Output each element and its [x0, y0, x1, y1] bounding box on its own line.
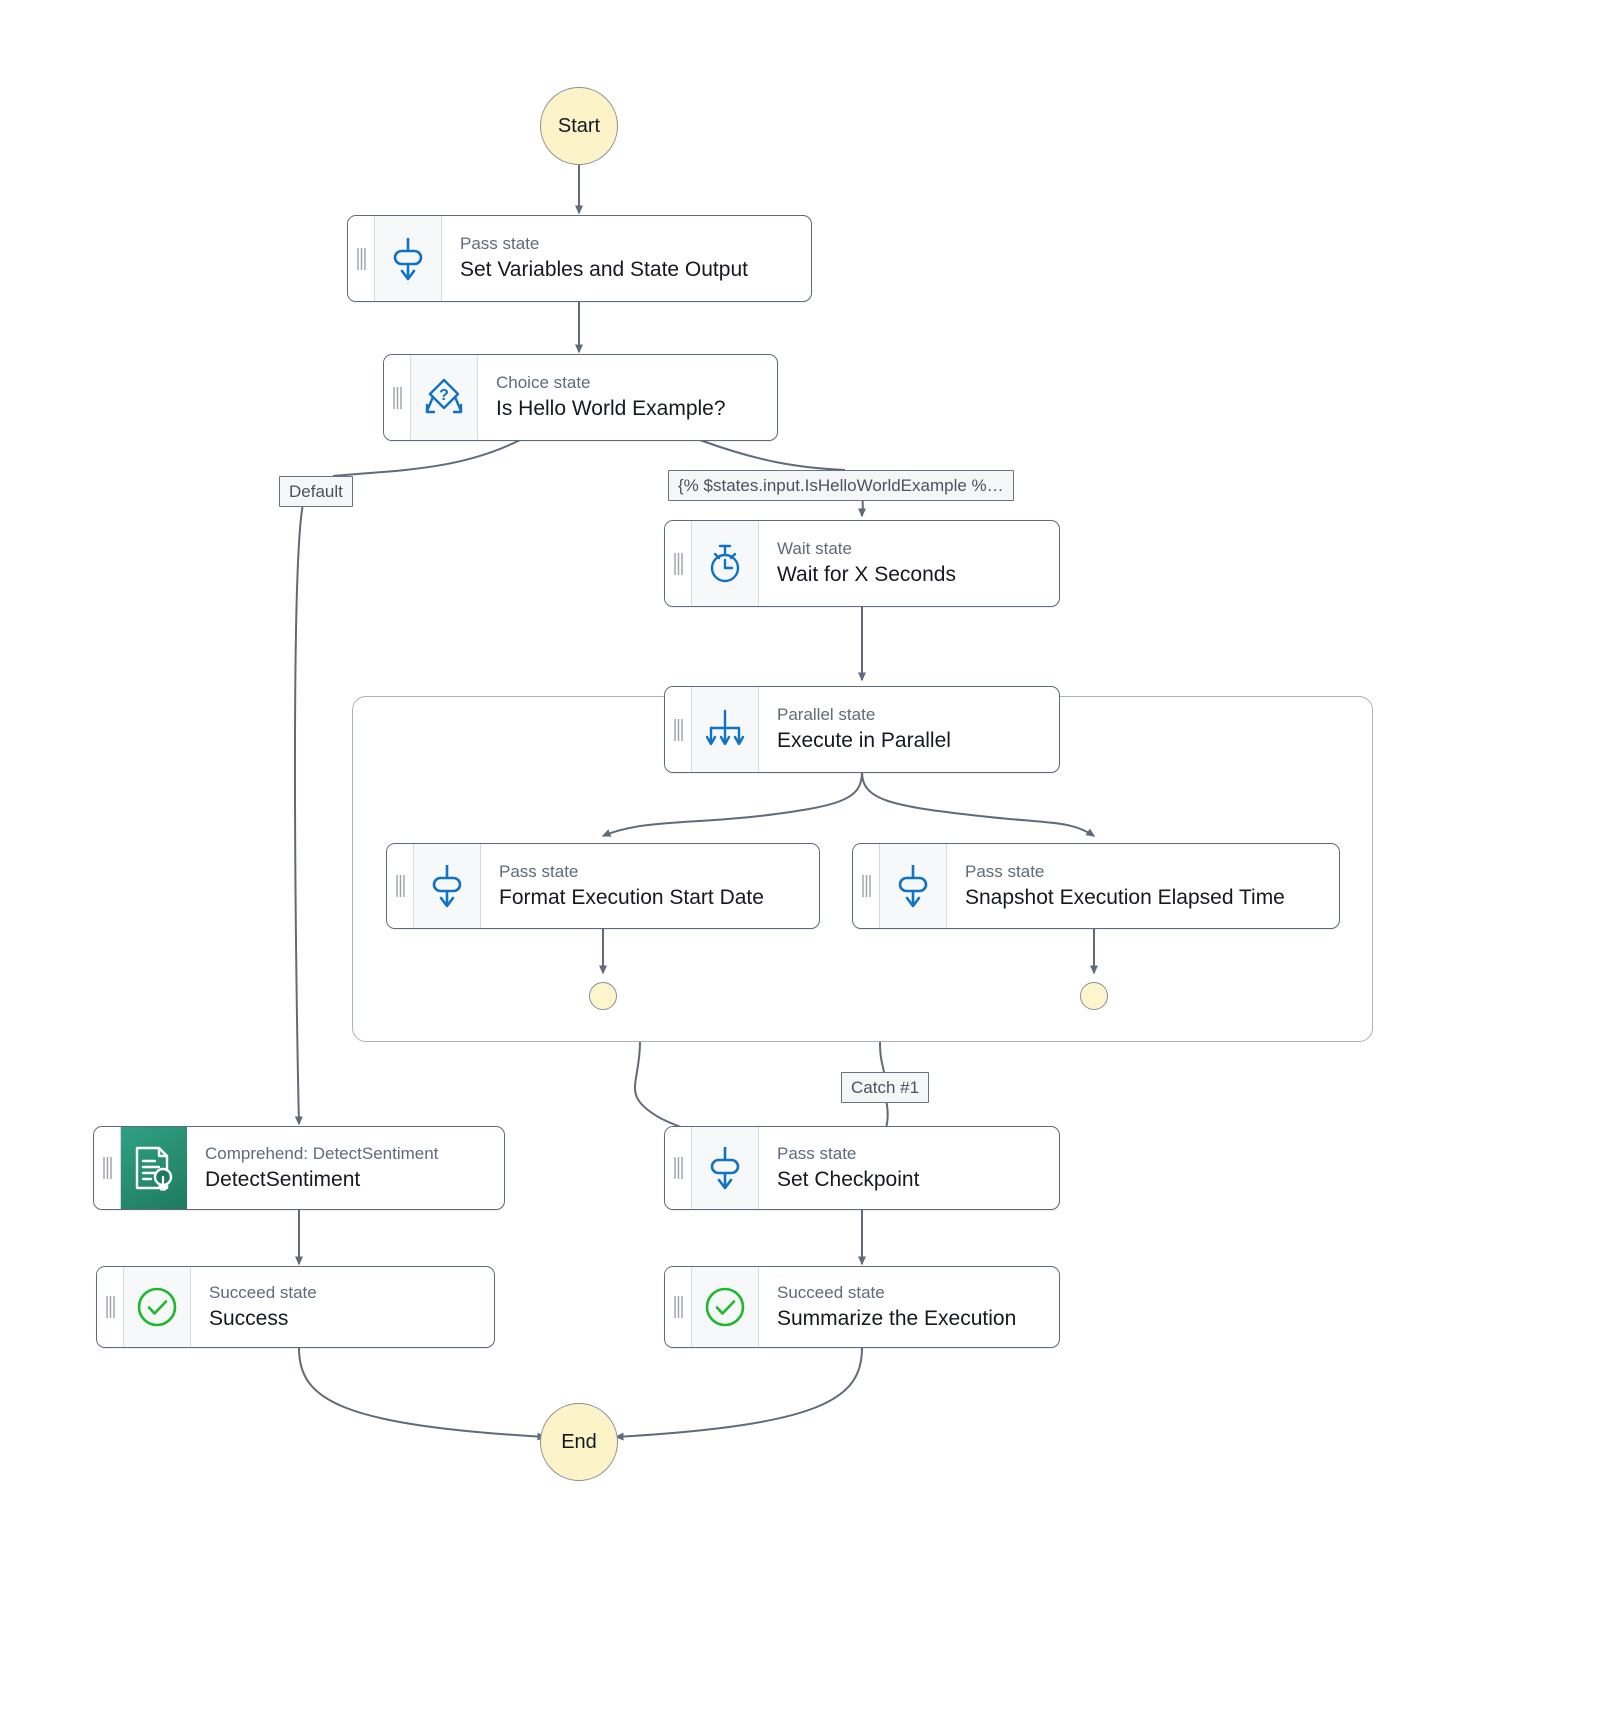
edge-choice-to-default-label: [332, 439, 521, 477]
end-circle-icon[interactable]: End: [540, 1403, 618, 1481]
state-title: Format Execution Start Date: [499, 885, 764, 909]
state-title: Execute in Parallel: [777, 729, 951, 753]
edge-label-default[interactable]: Default: [279, 476, 353, 507]
pass-state-icon: [880, 844, 947, 928]
drag-handle-icon[interactable]: [97, 1267, 124, 1347]
state-title: Set Variables and State Output: [460, 258, 748, 282]
edge-choice-to-condition-label: [699, 439, 846, 471]
drag-handle-icon[interactable]: [665, 1127, 692, 1209]
edge-label-default-text: Default: [289, 482, 343, 501]
edge-summarize-to-end: [614, 1347, 863, 1441]
state-kicker: Pass state: [499, 861, 579, 881]
drag-handle-icon[interactable]: [387, 844, 414, 928]
succeed-state-icon: [124, 1267, 191, 1347]
wait-state-icon: [692, 521, 759, 606]
parallel-state-icon: [692, 687, 759, 772]
branch-end-circle-icon-left[interactable]: [589, 982, 617, 1010]
state-node-set-checkpoint[interactable]: Pass state Set Checkpoint: [664, 1126, 1060, 1210]
edge-label-catch-1-text: Catch #1: [851, 1078, 920, 1097]
drag-handle-icon[interactable]: [348, 216, 375, 301]
drag-handle-icon[interactable]: [853, 844, 880, 928]
drag-handle-icon[interactable]: [665, 1267, 692, 1347]
pass-state-icon: [692, 1127, 759, 1209]
succeed-state-icon: [692, 1267, 759, 1347]
drag-handle-icon[interactable]: [665, 687, 692, 772]
state-kicker: Pass state: [460, 234, 540, 254]
edge-label-catch-1[interactable]: Catch #1: [841, 1072, 930, 1103]
pass-state-icon: [414, 844, 481, 928]
end-label: End: [561, 1430, 597, 1453]
state-title: Wait for X Seconds: [777, 563, 956, 587]
state-title: Success: [209, 1306, 289, 1330]
state-title: Set Checkpoint: [777, 1167, 920, 1191]
svg-text:?: ?: [439, 387, 449, 404]
edge-success-to-end: [298, 1347, 547, 1441]
edge-parallel-to-format-execution-start-date: [601, 771, 863, 837]
edge-parallel-group-to-catch-label: [879, 1041, 885, 1073]
choice-state-icon: ?: [411, 355, 478, 440]
start-circle-icon[interactable]: Start: [540, 87, 618, 165]
state-title: Snapshot Execution Elapsed Time: [965, 885, 1285, 909]
edge-label-hello-world-condition-text: {% $states.input.IsHelloWorldExample %…: [678, 476, 1004, 495]
branch-end-circle-icon-right[interactable]: [1080, 982, 1108, 1010]
state-kicker: Choice state: [496, 373, 591, 393]
drag-handle-icon[interactable]: [94, 1127, 121, 1209]
state-node-is-hello-world-example[interactable]: ? Choice state Is Hello World Example?: [383, 354, 778, 441]
state-node-detect-sentiment[interactable]: Comprehend: DetectSentiment DetectSentim…: [93, 1126, 505, 1210]
state-kicker: Pass state: [777, 1143, 857, 1163]
state-kicker: Comprehend: DetectSentiment: [205, 1143, 439, 1163]
pass-state-icon: [375, 216, 442, 301]
state-node-snapshot-execution-elapsed-time[interactable]: Pass state Snapshot Execution Elapsed Ti…: [852, 843, 1340, 929]
edge-label-hello-world-condition[interactable]: {% $states.input.IsHelloWorldExample %…: [668, 470, 1014, 501]
comprehend-detect-sentiment-icon: [121, 1127, 187, 1209]
state-title: Is Hello World Example?: [496, 397, 726, 421]
edge-default-to-detect-sentiment: [293, 503, 304, 1126]
state-node-set-variables-and-state-output[interactable]: Pass state Set Variables and State Outpu…: [347, 215, 812, 302]
edge-parallel-to-snapshot-execution-elapsed-time: [861, 771, 1096, 837]
state-kicker: Parallel state: [777, 705, 876, 725]
start-label: Start: [557, 114, 601, 137]
drag-handle-icon[interactable]: [384, 355, 411, 440]
state-node-execute-in-parallel[interactable]: Parallel state Execute in Parallel: [664, 686, 1060, 773]
state-node-success[interactable]: Succeed state Success: [96, 1266, 495, 1348]
state-kicker: Succeed state: [777, 1282, 885, 1302]
state-kicker: Pass state: [965, 861, 1045, 881]
state-title: Summarize the Execution: [777, 1306, 1017, 1330]
state-node-wait-for-x-seconds[interactable]: Wait state Wait for X Seconds: [664, 520, 1060, 607]
state-node-summarize-the-execution[interactable]: Succeed state Summarize the Execution: [664, 1266, 1060, 1348]
drag-handle-icon[interactable]: [665, 521, 692, 606]
state-node-format-execution-start-date[interactable]: Pass state Format Execution Start Date: [386, 843, 820, 929]
state-kicker: Succeed state: [209, 1282, 317, 1302]
state-kicker: Wait state: [777, 539, 852, 559]
state-title: DetectSentiment: [205, 1167, 361, 1191]
